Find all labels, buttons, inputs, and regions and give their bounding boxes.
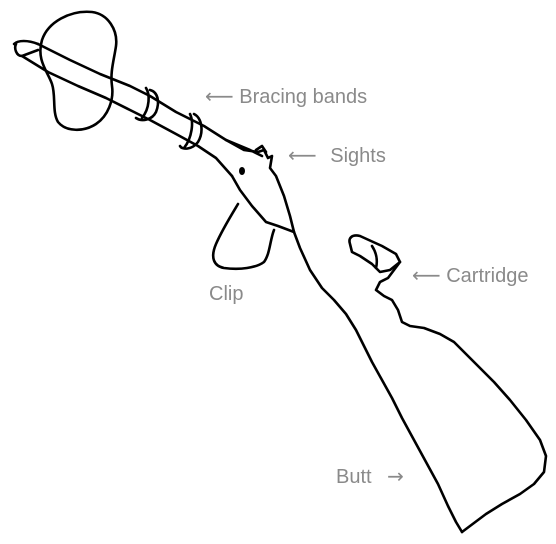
- arrow-left-icon: ⟵: [205, 84, 234, 108]
- cartridge: [348, 234, 402, 274]
- receiver-body: [224, 138, 296, 234]
- cartridge-text: Cartridge: [446, 265, 529, 287]
- bracing-band-2-back: [182, 112, 194, 150]
- barrel-lower-edge: [20, 54, 234, 178]
- label-butt: Butt →: [336, 466, 404, 487]
- bracing-bands-text: Bracing bands: [239, 86, 368, 108]
- sights-nub: [254, 144, 268, 154]
- arrow-right-icon: →: [387, 464, 404, 488]
- arrow-left-icon: ⟵: [288, 143, 317, 167]
- bracing-band-1: [134, 88, 160, 122]
- label-bracing-bands: ⟵ Bracing bands: [205, 86, 367, 107]
- trigger-mark: [239, 167, 245, 175]
- label-clip: Clip: [209, 284, 243, 304]
- butt-text: Butt: [336, 466, 372, 488]
- barrel-upper-edge: [36, 42, 264, 158]
- arrow-left-icon: ⟵: [412, 263, 441, 287]
- stock-butt: [374, 260, 548, 534]
- stock-upper-line: [292, 230, 464, 534]
- muzzle-scribble: [39, 10, 118, 132]
- clip-text: Clip: [209, 283, 244, 305]
- sights-text: Sights: [330, 145, 386, 167]
- label-sights: ⟵ Sights: [288, 145, 386, 166]
- clip-magazine: [211, 202, 276, 271]
- muzzle-tip: [12, 39, 40, 58]
- bracing-band-1-back: [140, 86, 150, 120]
- label-cartridge: ⟵ Cartridge: [412, 265, 529, 286]
- cartridge-case-line: [370, 244, 379, 270]
